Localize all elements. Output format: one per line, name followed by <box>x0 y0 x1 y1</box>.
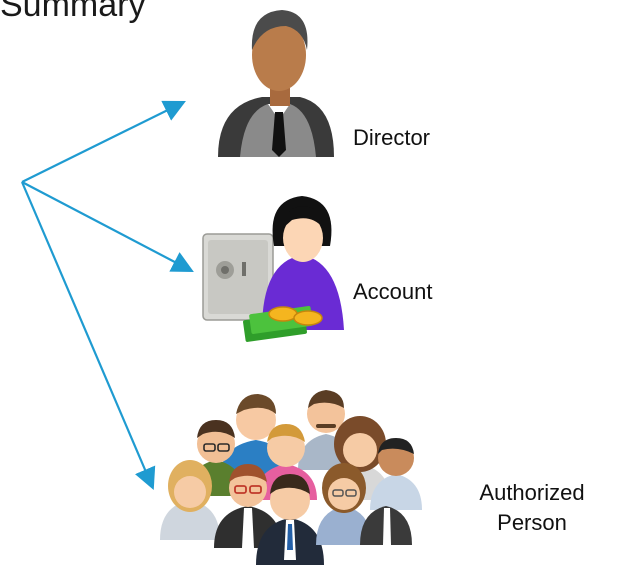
arrow-to-director <box>21 100 186 183</box>
group-of-people-icon <box>160 390 422 565</box>
authorized-person-label-line1: Authorized <box>479 480 585 505</box>
authorized-person-label-line2: Person <box>497 510 567 535</box>
arrow-to-authorized-person <box>20 181 156 491</box>
director-label: Director <box>353 125 431 150</box>
director-businessman-icon <box>218 10 334 157</box>
account-label: Account <box>353 279 433 304</box>
accountant-safe-money-icon <box>202 196 344 342</box>
authorized-person-label: Authorized Person <box>462 478 602 538</box>
arrow-to-account <box>21 181 194 273</box>
page-title: Summary <box>0 0 146 24</box>
